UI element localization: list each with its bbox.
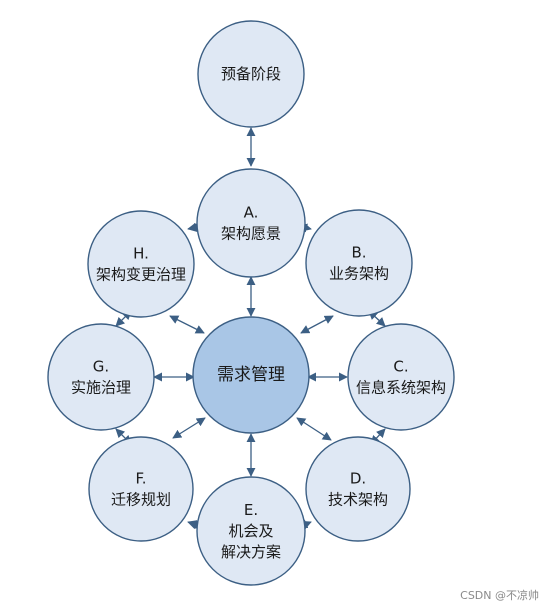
node-label-line: 业务架构 [329, 265, 389, 283]
node-label-line: 技术架构 [328, 491, 388, 509]
watermark: CSDN @不凉帅 [460, 589, 539, 602]
node-center-requirements-management: 需求管理 [192, 316, 310, 434]
node-label-line: F. [136, 470, 147, 488]
node-preliminary: 预备阶段 [197, 20, 305, 128]
node-label-line: 架构愿景 [221, 225, 281, 243]
node-a-architecture-vision: A. 架构愿景 [196, 168, 306, 278]
nodes: 预备阶段 A. 架构愿景 B. 业务架构 C. 信息系统架构 D. 技术架构 E. 机会及… [47, 20, 455, 586]
node-label-line: 解决方案 [221, 543, 281, 561]
node-label-line: 需求管理 [217, 365, 285, 385]
node-label-line: 预备阶段 [221, 65, 281, 83]
node-label-line: 机会及 [228, 522, 273, 540]
arrow-center-f [172, 417, 206, 439]
node-label-line: 迁移规划 [111, 491, 171, 509]
node-c-information-systems-architecture: C. 信息系统架构 [347, 323, 455, 431]
node-label-line: D. [350, 470, 366, 488]
node-label-line: B. [351, 244, 366, 262]
node-label-line: E. [244, 501, 258, 519]
arrow-center-h [169, 315, 205, 334]
node-label-line: G. [93, 358, 109, 376]
node-label-line: C. [393, 358, 408, 376]
node-label-line: 架构变更治理 [96, 266, 186, 284]
node-b-business-architecture: B. 业务架构 [305, 209, 413, 317]
arrow-center-b [300, 315, 334, 334]
node-label-line: A. [244, 204, 259, 222]
arrow-center-d [296, 417, 332, 441]
node-label-line: 实施治理 [71, 379, 131, 397]
node-g-implementation-governance: G. 实施治理 [47, 323, 155, 431]
node-label-line: H. [133, 245, 149, 263]
node-f-migration-planning: F. 迁移规划 [88, 436, 194, 542]
node-h-architecture-change-management: H. 架构变更治理 [87, 210, 195, 318]
node-d-technology-architecture: D. 技术架构 [305, 436, 411, 542]
node-label-line: 信息系统架构 [356, 379, 446, 397]
